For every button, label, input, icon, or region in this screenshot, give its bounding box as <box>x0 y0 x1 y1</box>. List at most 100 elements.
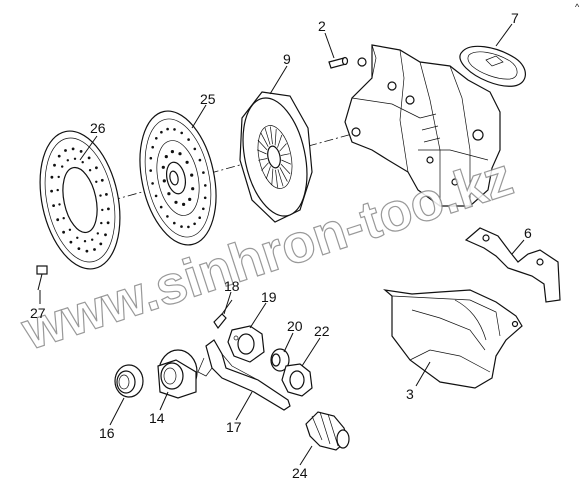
rivet-dot <box>61 165 64 168</box>
part-20-bushing <box>270 348 290 372</box>
part-3-lower-cover <box>383 289 523 389</box>
spring-finger <box>270 126 273 145</box>
rivet-dot <box>173 128 176 131</box>
rivet-dot <box>149 169 152 172</box>
rivet-dot <box>83 240 87 243</box>
rivet-dot <box>188 197 192 201</box>
part-19-flange <box>227 325 265 363</box>
rivet-dot <box>187 138 190 141</box>
part-9-pressure-plate <box>239 91 313 223</box>
rivet-dot <box>166 127 169 131</box>
rivet-dot <box>93 248 96 251</box>
spring-finger <box>260 132 269 147</box>
rivet-dot <box>79 150 83 153</box>
rivet-dot <box>187 225 190 229</box>
callout-25: 25 <box>200 91 216 107</box>
rivet-dot <box>57 175 60 179</box>
rivet-dot <box>56 188 59 192</box>
rivet-dot <box>151 145 154 149</box>
rivet-dot <box>174 200 178 204</box>
callout-18: 18 <box>224 278 240 294</box>
rivet-dot <box>107 207 110 211</box>
spring-finger <box>271 168 274 185</box>
spring-finger <box>275 169 278 188</box>
rivet-dot <box>68 228 72 231</box>
rivet-dot <box>91 238 94 241</box>
callout-14: 14 <box>149 410 165 426</box>
part-26-friction-disc <box>39 130 121 270</box>
spring-finger <box>261 162 269 171</box>
callout-17: 17 <box>226 419 242 435</box>
spring-finger <box>277 169 284 187</box>
rivet-dot <box>191 187 195 191</box>
rivet-dot <box>88 169 92 172</box>
rivet-dot <box>160 130 163 134</box>
part-2-pin <box>328 56 349 69</box>
rivet-dot <box>99 242 103 246</box>
rivet-dot <box>161 165 165 169</box>
rivet-dot <box>87 156 91 160</box>
rivet-dot <box>185 160 189 164</box>
callout-9: 9 <box>283 51 291 67</box>
rivet-dot <box>105 193 108 196</box>
rivet-dot <box>50 189 53 193</box>
rivet-dot <box>151 182 154 185</box>
rivet-dot <box>71 147 75 151</box>
corner-mark: ^ <box>575 2 580 12</box>
rivet-dot <box>104 233 107 237</box>
spring-finger <box>281 159 292 165</box>
rivet-dot <box>155 137 158 140</box>
rivet-dot <box>106 221 110 225</box>
callout-24: 24 <box>292 465 308 481</box>
rivet-dot <box>62 230 65 234</box>
callout-20: 20 <box>287 318 303 334</box>
rivet-dot <box>85 249 89 253</box>
callout-3: 3 <box>406 386 414 402</box>
rivet-dot <box>64 149 67 152</box>
rivet-dot <box>154 194 158 198</box>
rivet-dot <box>95 180 98 183</box>
rivet-dot <box>198 158 202 162</box>
rivet-dot <box>178 152 182 156</box>
callout-22: 22 <box>314 323 330 339</box>
spring-finger <box>257 139 268 151</box>
part-22-flange <box>281 363 313 397</box>
rivet-dot <box>66 159 70 162</box>
rivet-dot <box>62 217 65 220</box>
rivet-dot <box>159 205 163 209</box>
rivet-dot <box>100 178 104 182</box>
rivet-dot <box>69 240 73 244</box>
callout-7: 7 <box>511 10 519 26</box>
spring-finger <box>280 163 291 175</box>
part-7-gasket <box>459 45 526 87</box>
rivet-dot <box>182 202 186 206</box>
part-16-seal-ring <box>114 364 144 398</box>
rivet-dot <box>203 196 207 200</box>
spring-finger <box>279 143 287 152</box>
part-17-release-shaft <box>197 339 291 411</box>
callout-6: 6 <box>524 225 532 241</box>
rivet-dot <box>167 192 171 196</box>
rivet-dot <box>95 166 98 170</box>
rivet-dot <box>193 147 197 151</box>
callout-labels: 2 7 9 25 26 6 18 19 20 22 27 3 16 14 17 … <box>30 10 532 481</box>
rivet-dot <box>193 222 196 226</box>
rivet-dot <box>204 184 207 187</box>
rivet-dot <box>96 232 100 235</box>
rivet-dot <box>170 150 174 154</box>
rivet-dot <box>50 175 54 179</box>
rivet-dot <box>190 173 194 177</box>
rivet-dot <box>76 236 79 239</box>
rivet-dot <box>162 179 166 183</box>
callout-19: 19 <box>261 289 277 305</box>
rivet-dot <box>202 207 205 211</box>
callout-26: 26 <box>90 120 106 136</box>
spring-finger <box>277 134 283 148</box>
part-24-rubber-boot <box>305 411 350 451</box>
spring-finger <box>274 129 277 146</box>
part-14-release-bearing <box>157 349 198 399</box>
rivet-dot <box>100 221 103 225</box>
rivet-dot <box>149 156 153 160</box>
callout-27: 27 <box>30 305 46 321</box>
rivet-dot <box>56 218 60 222</box>
